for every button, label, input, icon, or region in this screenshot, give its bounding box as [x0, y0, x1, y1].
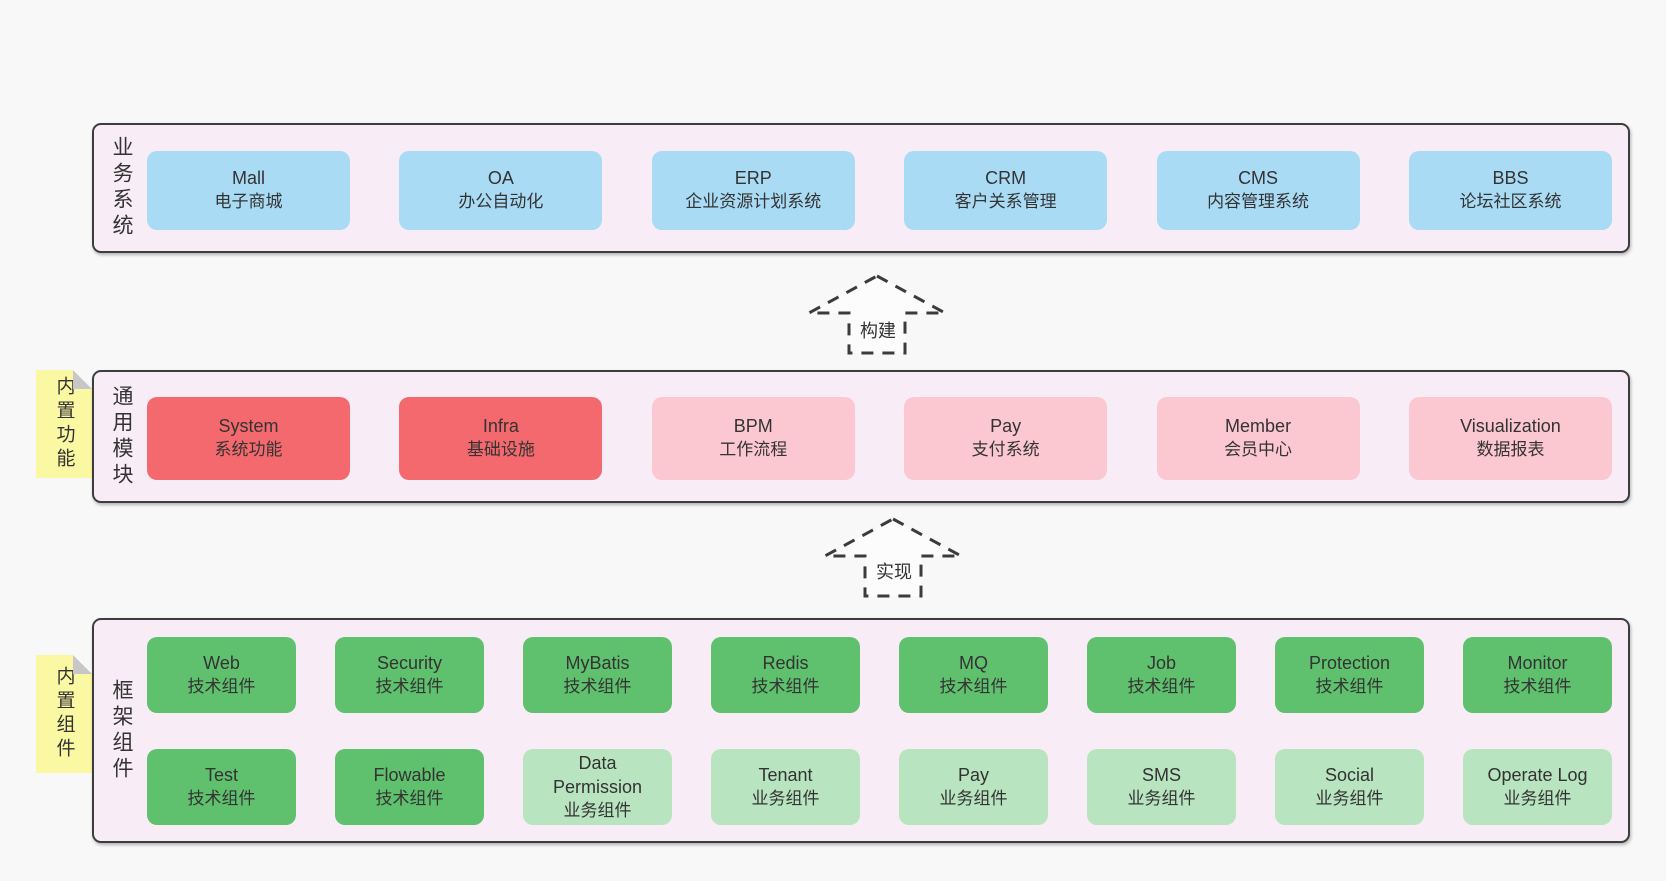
- dashed-up-arrow-icon: [824, 517, 962, 598]
- business-boxes-row: Mall 电子商城 OA 办公自动化 ERP 企业资源计划系统 CRM 客户关系…: [147, 151, 1612, 230]
- sticky-note-label: 内置组件: [53, 666, 75, 762]
- box-web: Web 技术组件: [147, 637, 296, 713]
- box-visualization: Visualization 数据报表: [1408, 397, 1612, 480]
- box-member: Member 会员中心: [1156, 397, 1360, 480]
- sticky-note-built-in-components: 内置组件: [36, 655, 92, 773]
- box-protection: Protection 技术组件: [1275, 637, 1424, 713]
- box-cms: CMS 内容管理系统: [1156, 151, 1360, 230]
- components-row-1: Web 技术组件 Security 技术组件 MyBatis 技术组件 Redi…: [147, 637, 1612, 713]
- box-monitor: Monitor 技术组件: [1463, 637, 1612, 713]
- box-pay-module: Pay 支付系统: [904, 397, 1108, 480]
- box-data-permission: Data Permission 业务组件: [523, 749, 672, 825]
- box-mybatis: MyBatis 技术组件: [523, 637, 672, 713]
- box-oa: OA 办公自动化: [399, 151, 603, 230]
- sticky-note-built-in-features: 内置功能: [36, 370, 92, 478]
- implement-up-arrow: [824, 517, 962, 598]
- box-crm: CRM 客户关系管理: [904, 151, 1108, 230]
- box-mq: MQ 技术组件: [899, 637, 1048, 713]
- box-erp: ERP 企业资源计划系统: [651, 151, 855, 230]
- layer-common-modules: 通用模块 System 系统功能 Infra 基础设施 BPM 工作流程 Pay…: [92, 370, 1630, 503]
- box-bpm: BPM 工作流程: [651, 397, 855, 480]
- box-sms: SMS 业务组件: [1087, 749, 1236, 825]
- box-job: Job 技术组件: [1087, 637, 1236, 713]
- box-bbs: BBS 论坛社区系统: [1408, 151, 1612, 230]
- box-test: Test 技术组件: [147, 749, 296, 825]
- layer-label-business-systems: 业务系统: [110, 136, 133, 240]
- box-redis: Redis 技术组件: [711, 637, 860, 713]
- box-infra: Infra 基础设施: [399, 397, 603, 480]
- box-security: Security 技术组件: [335, 637, 484, 713]
- box-system: System 系统功能: [147, 397, 350, 480]
- box-social: Social 业务组件: [1275, 749, 1424, 825]
- sticky-note-label: 内置功能: [53, 376, 75, 472]
- modules-boxes-row: System 系统功能 Infra 基础设施 BPM 工作流程 Pay 支付系统…: [147, 397, 1612, 480]
- box-tenant: Tenant 业务组件: [711, 749, 860, 825]
- build-arrow-label: 构建: [857, 317, 899, 343]
- layer-business-systems: 业务系统 Mall 电子商城 OA 办公自动化 ERP 企业资源计划系统 CRM…: [92, 123, 1630, 253]
- layer-label-framework-components: 框架组件: [110, 678, 133, 783]
- box-operate-log: Operate Log 业务组件: [1463, 749, 1612, 825]
- layer-framework-components: 框架组件 Web 技术组件 Security 技术组件 MyBatis 技术组件…: [92, 618, 1630, 843]
- components-row-2: Test 技术组件 Flowable 技术组件 Data Permission …: [147, 749, 1612, 825]
- dashed-up-arrow-icon: [808, 274, 946, 355]
- build-up-arrow: [808, 274, 946, 355]
- box-pay-component: Pay 业务组件: [899, 749, 1048, 825]
- box-mall: Mall 电子商城: [147, 151, 350, 230]
- box-flowable: Flowable 技术组件: [335, 749, 484, 825]
- layer-label-common-modules: 通用模块: [110, 384, 133, 489]
- implement-arrow-label: 实现: [873, 558, 915, 584]
